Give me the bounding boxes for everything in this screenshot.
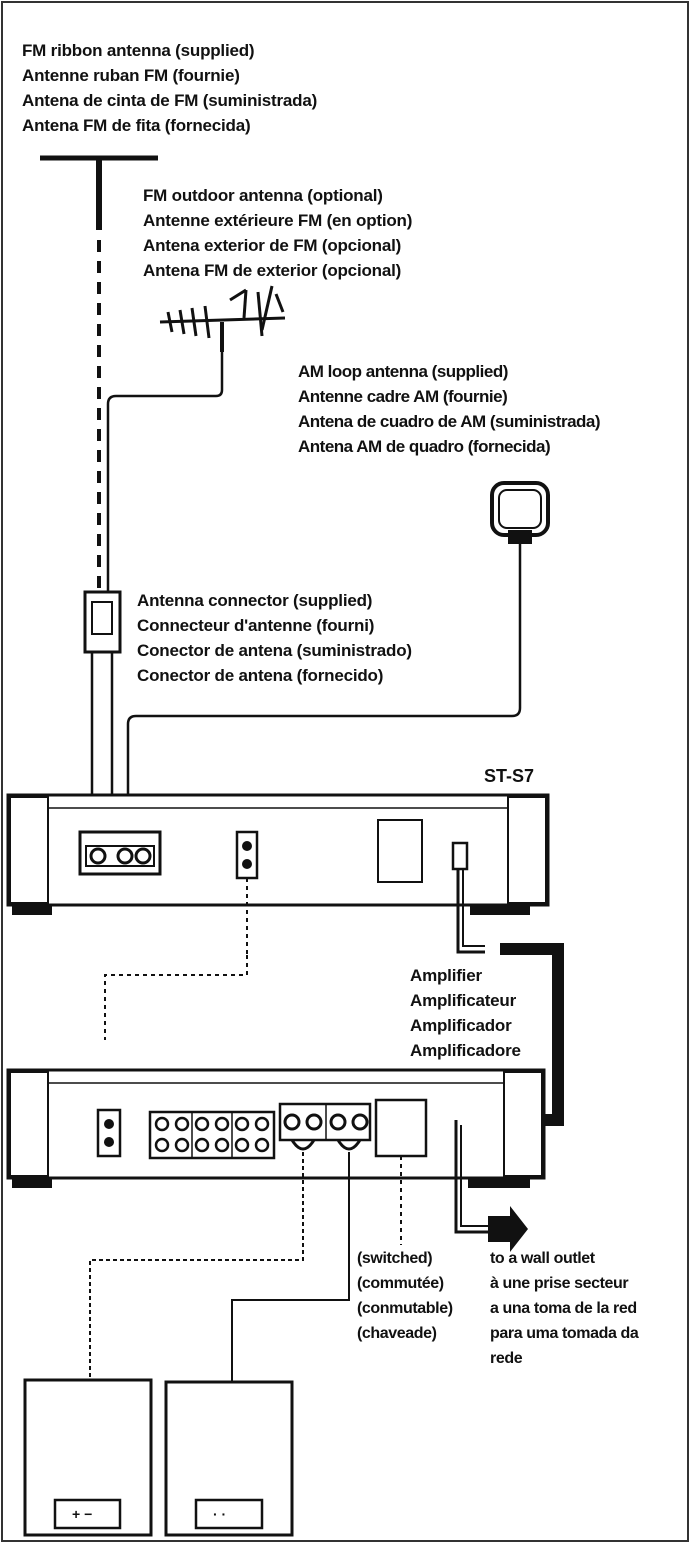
label-line: Antenna connector (supplied) bbox=[137, 591, 373, 610]
label-line: Antenne extérieure FM (en option) bbox=[143, 211, 413, 230]
fm-ribbon-antenna-icon bbox=[40, 155, 158, 592]
svg-text:+ −: + − bbox=[72, 1506, 92, 1522]
fm-ribbon-antenna-label: FM ribbon antenna (supplied) Antenne rub… bbox=[22, 38, 317, 138]
label-line: rede bbox=[490, 1350, 523, 1367]
label-line: to a wall outlet bbox=[490, 1250, 595, 1267]
svg-text:· ·: · · bbox=[213, 1506, 226, 1522]
label-line: (commutée) bbox=[357, 1275, 444, 1292]
audio-cable-run bbox=[104, 955, 248, 1040]
label-line: Conector de antena (suministrado) bbox=[137, 641, 412, 660]
fm-outdoor-antenna-label: FM outdoor antenna (optional) Antenne ex… bbox=[143, 183, 412, 283]
label-line: para uma tomada da bbox=[490, 1325, 639, 1342]
label-line: Antena de cinta de FM (suministrada) bbox=[22, 91, 318, 110]
label-line: Antenne ruban FM (fournie) bbox=[22, 66, 240, 85]
label-line: Amplificadore bbox=[410, 1041, 521, 1060]
model-label: ST-S7 bbox=[484, 766, 535, 786]
tuner-unit bbox=[6, 793, 550, 915]
label-line: AM loop antenna (supplied) bbox=[298, 362, 508, 381]
antenna-connector-icon bbox=[83, 590, 122, 852]
label-line: (chaveade) bbox=[357, 1325, 437, 1342]
fm-outdoor-antenna-icon bbox=[106, 285, 286, 592]
label-line: Antena AM de quadro (fornecida) bbox=[298, 437, 551, 456]
label-line: Connecteur d'antenne (fourni) bbox=[137, 616, 375, 635]
speaker-cables bbox=[89, 1139, 402, 1385]
amplifier-label: Amplifier Amplificateur Amplificador Amp… bbox=[410, 963, 521, 1063]
label-line: Antena FM de exterior (opcional) bbox=[143, 261, 402, 280]
switched-outlet-label: (switched) (commutée) (conmutable) (chav… bbox=[357, 1246, 453, 1346]
label-line: FM outdoor antenna (optional) bbox=[143, 186, 383, 205]
speaker-right-icon: · · bbox=[164, 1380, 294, 1537]
label-line: (switched) bbox=[357, 1250, 433, 1267]
label-line: a una toma de la red bbox=[490, 1300, 637, 1317]
label-line: (conmutable) bbox=[357, 1300, 453, 1317]
label-line: Antena exterior de FM (opcional) bbox=[143, 236, 402, 255]
label-line: Antena de cuadro de AM (suministrada) bbox=[298, 412, 601, 431]
label-line: à une prise secteur bbox=[490, 1275, 629, 1292]
label-line: Amplificateur bbox=[410, 991, 517, 1010]
label-line: Antenne cadre AM (fournie) bbox=[298, 387, 508, 406]
speaker-left-icon: + − bbox=[23, 1378, 153, 1537]
antenna-connector-label: Antenna connector (supplied) Connecteur … bbox=[137, 588, 412, 688]
label-line: Amplifier bbox=[410, 966, 482, 985]
label-line: FM ribbon antenna (supplied) bbox=[22, 41, 255, 60]
am-loop-antenna-icon bbox=[126, 481, 550, 852]
amplifier-unit bbox=[6, 1068, 546, 1252]
wall-outlet-label: to a wall outlet à une prise secteur a u… bbox=[490, 1246, 639, 1371]
am-loop-antenna-label: AM loop antenna (supplied) Antenne cadre… bbox=[298, 359, 601, 459]
label-line: Conector de antena (fornecido) bbox=[137, 666, 384, 685]
label-line: Antena FM de fita (fornecida) bbox=[22, 116, 251, 135]
label-line: Amplificador bbox=[410, 1016, 512, 1035]
